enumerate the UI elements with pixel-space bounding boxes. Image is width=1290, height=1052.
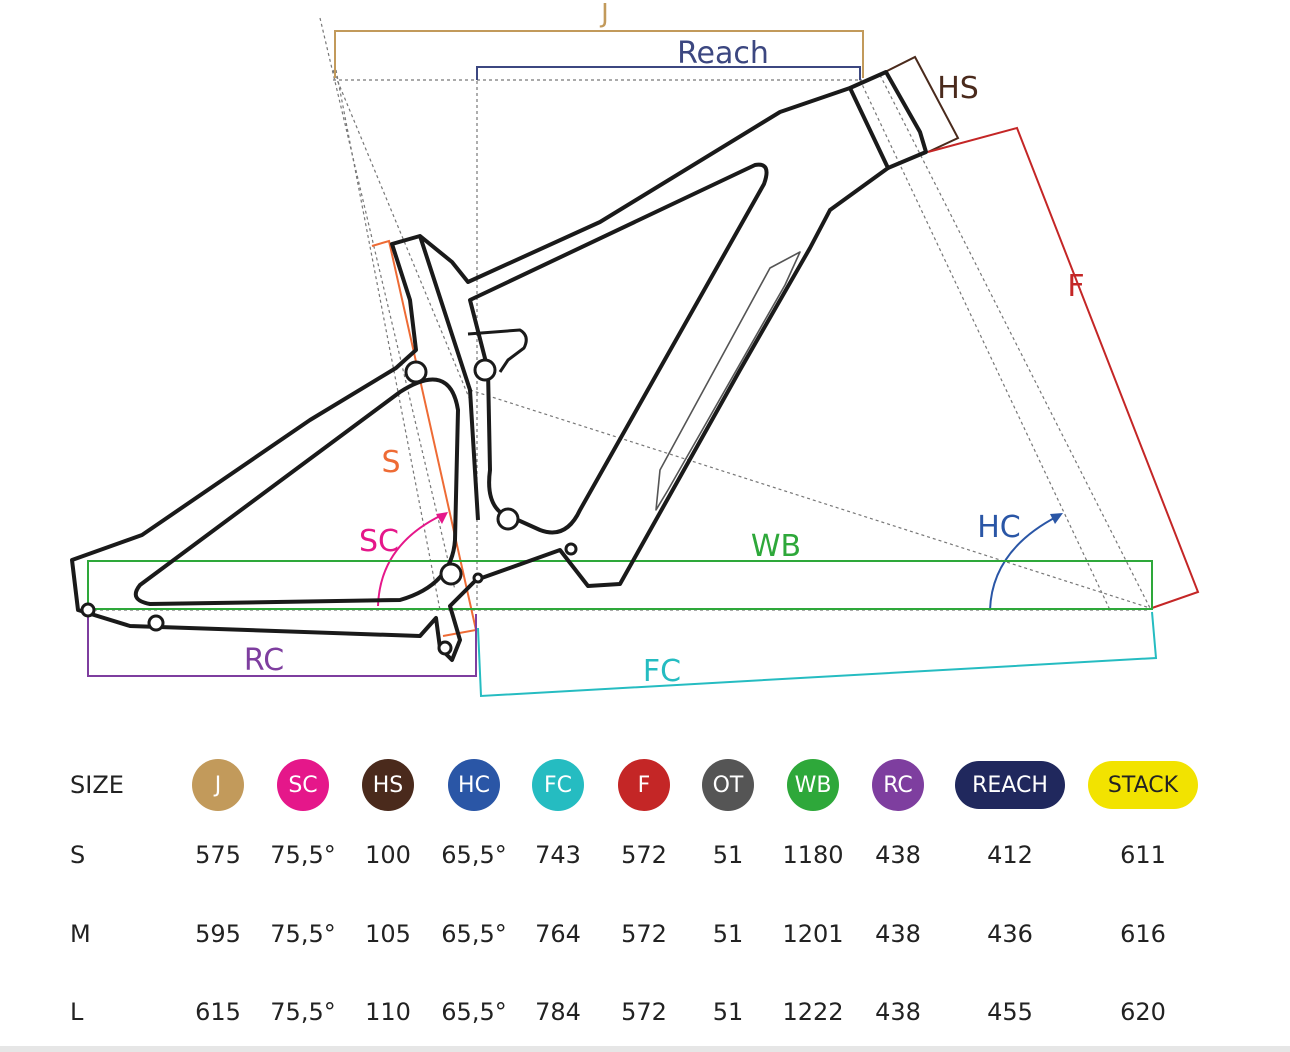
fc-label: FC [643,654,681,689]
wb-dimension: WB [87,529,1153,610]
value-cell-hc: 65,5° [441,920,507,948]
pivot-rear [147,614,165,632]
geometry-table: SIZE J SC HS HC FC F OT WB RC REACH [0,750,1290,1040]
value-cell-j: 575 [195,841,241,869]
value-cell-hc: 65,5° [441,998,507,1026]
wb-label: WB [751,529,801,564]
value-cell-f: 572 [621,998,667,1026]
value-cell-hs: 110 [365,998,411,1026]
value-cell-hs: 105 [365,920,411,948]
badge-hc: HC [448,759,500,811]
value-cell-reach: 436 [987,920,1033,948]
value-cell-reach: 455 [987,998,1033,1026]
f-dimension: F [927,126,1200,609]
value-cell-stack: 620 [1120,998,1166,1026]
size-cell: S [70,841,86,869]
badge-sc: SC [277,759,329,811]
reach-dimension: Reach [476,36,861,80]
value-cell-fc: 764 [535,920,581,948]
sc-angle: SC [359,512,448,607]
badge-rc: RC [872,759,924,811]
value-cell-sc: 75,5° [270,998,336,1026]
bike-frame [70,70,928,662]
value-cell-sc: 75,5° [270,920,336,948]
value-cell-f: 572 [621,920,667,948]
value-cell-hc: 65,5° [441,841,507,869]
badge-ot: OT [702,759,754,811]
value-cell-ot: 51 [712,920,744,948]
fc-dimension: FC [477,611,1158,698]
value-cell-hs: 100 [365,841,411,869]
table-row: M 595 75,5° 105 65,5° 764 572 51 1201 438 436 616 [0,904,1290,964]
badge-stack: STACK [1088,761,1198,809]
j-dimension: J [334,0,864,78]
pivot-mid [496,507,520,531]
value-cell-fc: 743 [535,841,581,869]
size-cell: L [70,998,84,1026]
hs-label: HS [937,71,979,106]
value-cell-ot: 51 [712,998,744,1026]
rear-triangle-window [133,377,460,606]
j-label: J [599,0,609,29]
value-cell-reach: 412 [987,841,1033,869]
size-header: SIZE [70,771,124,799]
badge-j: J [192,759,244,811]
frame-geometry-diagram: J Reach HS F S SC HC WB RC [70,0,1200,698]
value-cell-ot: 51 [712,841,744,869]
value-cell-rc: 438 [875,841,921,869]
shock-mount [467,328,528,373]
hs-dimension: HS [884,55,979,153]
value-cell-rc: 438 [875,998,921,1026]
front-triangle-window [468,162,769,535]
pivot-lower [437,640,453,656]
reach-label: Reach [677,36,769,71]
value-cell-wb: 1180 [782,841,844,869]
size-cell: M [70,920,91,948]
f-label: F [1067,269,1084,304]
table-row: S 575 75,5° 100 65,5° 743 572 51 1180 438 412 611 [0,825,1290,885]
value-cell-stack: 611 [1120,841,1166,869]
badge-hs: HS [362,759,414,811]
rc-dimension: RC [87,612,477,678]
battery-outline [655,251,801,511]
pivot-upper-left [404,360,428,384]
badge-wb: WB [787,759,839,811]
pivots [80,358,578,656]
sc-label: SC [359,524,399,559]
bottom-edge [0,1046,1290,1052]
value-cell-sc: 75,5° [270,841,336,869]
hc-label: HC [977,510,1021,545]
value-cell-wb: 1201 [782,920,844,948]
badge-reach: REACH [955,761,1065,809]
value-cell-j: 615 [195,998,241,1026]
value-cell-wb: 1222 [782,998,844,1026]
value-cell-rc: 438 [875,920,921,948]
value-cell-stack: 616 [1120,920,1166,948]
value-cell-f: 572 [621,841,667,869]
value-cell-j: 595 [195,920,241,948]
value-cell-fc: 784 [535,998,581,1026]
badge-f: F [618,759,670,811]
s-label: S [381,445,400,480]
hc-angle: HC [977,510,1063,611]
badge-fc: FC [532,759,584,811]
pivot-small-1 [472,572,484,584]
front-triangle [70,86,890,662]
head-tube [848,70,928,170]
rc-label: RC [244,643,284,678]
table-header-row: SIZE J SC HS HC FC F OT WB RC REACH [0,755,1290,815]
table-row: L 615 75,5° 110 65,5° 784 572 51 1222 438 455 620 [0,982,1290,1042]
pivot-small-2 [564,542,578,556]
pivot-upper-right [473,358,497,382]
pivot-bb [439,562,463,586]
rear-axle [80,602,96,618]
seat-tube [418,235,480,521]
